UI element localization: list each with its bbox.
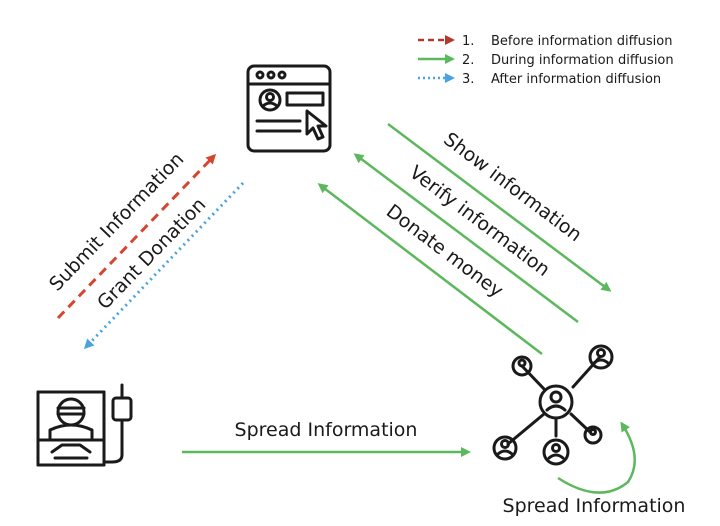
legend-label-after: After information diffusion	[491, 72, 661, 87]
arrow-submit-information	[56, 153, 217, 320]
patient-bed-icon	[36, 383, 133, 467]
arrow-labels: Submit Information Grant Donation Show i…	[45, 128, 685, 517]
arrow-verify-information	[353, 153, 579, 323]
label-spread-information-loop: Spread Information	[503, 495, 686, 517]
arrow-grant-donation	[83, 181, 245, 350]
legend-label-before: Before information diffusion	[491, 34, 672, 49]
arrow-spread-information-loop	[557, 421, 636, 494]
legend-label-during: During information diffusion	[491, 53, 674, 68]
label-spread-information: Spread Information	[235, 419, 418, 441]
legend-number-3: 3.	[462, 72, 474, 87]
label-show-information: Show information	[439, 128, 586, 246]
legend-number-2: 2.	[462, 53, 474, 68]
arrow-show-information	[387, 123, 612, 292]
arrows	[56, 123, 636, 494]
social-network-icon	[492, 344, 614, 466]
legend-number-1: 1.	[462, 34, 474, 49]
arrow-donate-money	[317, 183, 543, 355]
legend-item-during: 2. During information diffusion	[418, 53, 674, 68]
legend: 1. Before information diffusion 2. Durin…	[418, 34, 674, 87]
legend-item-after: 3. After information diffusion	[418, 72, 661, 87]
crowdfunding-platform-icon	[246, 64, 332, 153]
legend-item-before: 1. Before information diffusion	[418, 34, 672, 49]
